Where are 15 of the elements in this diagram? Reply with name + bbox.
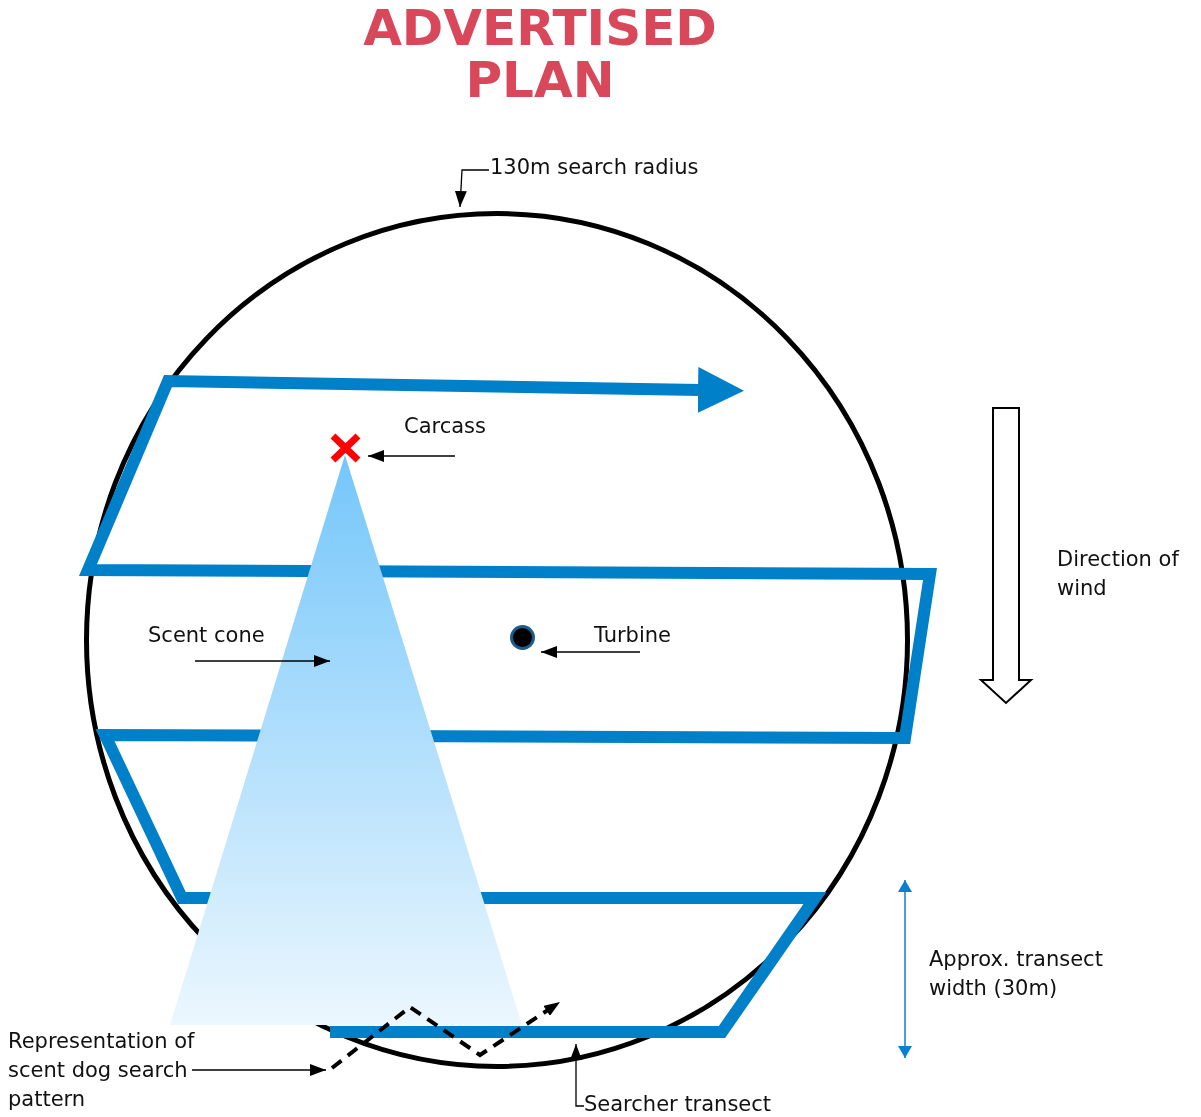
leader-line [367, 450, 456, 462]
callout-text: 130m search radius [490, 153, 730, 182]
callout-text: Searcher transect [584, 1090, 794, 1117]
callout-text: Carcass [404, 412, 504, 441]
callout-text: Scent cone [148, 621, 288, 650]
callout-text: Turbine [594, 621, 694, 650]
dimension-label: Approx. transect width (30m) [929, 946, 1104, 1002]
leader-line [191, 1064, 327, 1076]
leader-line [540, 646, 641, 658]
leader-line [570, 1043, 585, 1107]
stamp-text: ADVERTISED PLAN [362, 2, 718, 106]
leader-line [194, 655, 331, 667]
leader-line [454, 169, 490, 208]
wind-label: Direction of wind [1057, 546, 1181, 602]
callout-text: Representation of scent dog search pattern [8, 1027, 198, 1114]
